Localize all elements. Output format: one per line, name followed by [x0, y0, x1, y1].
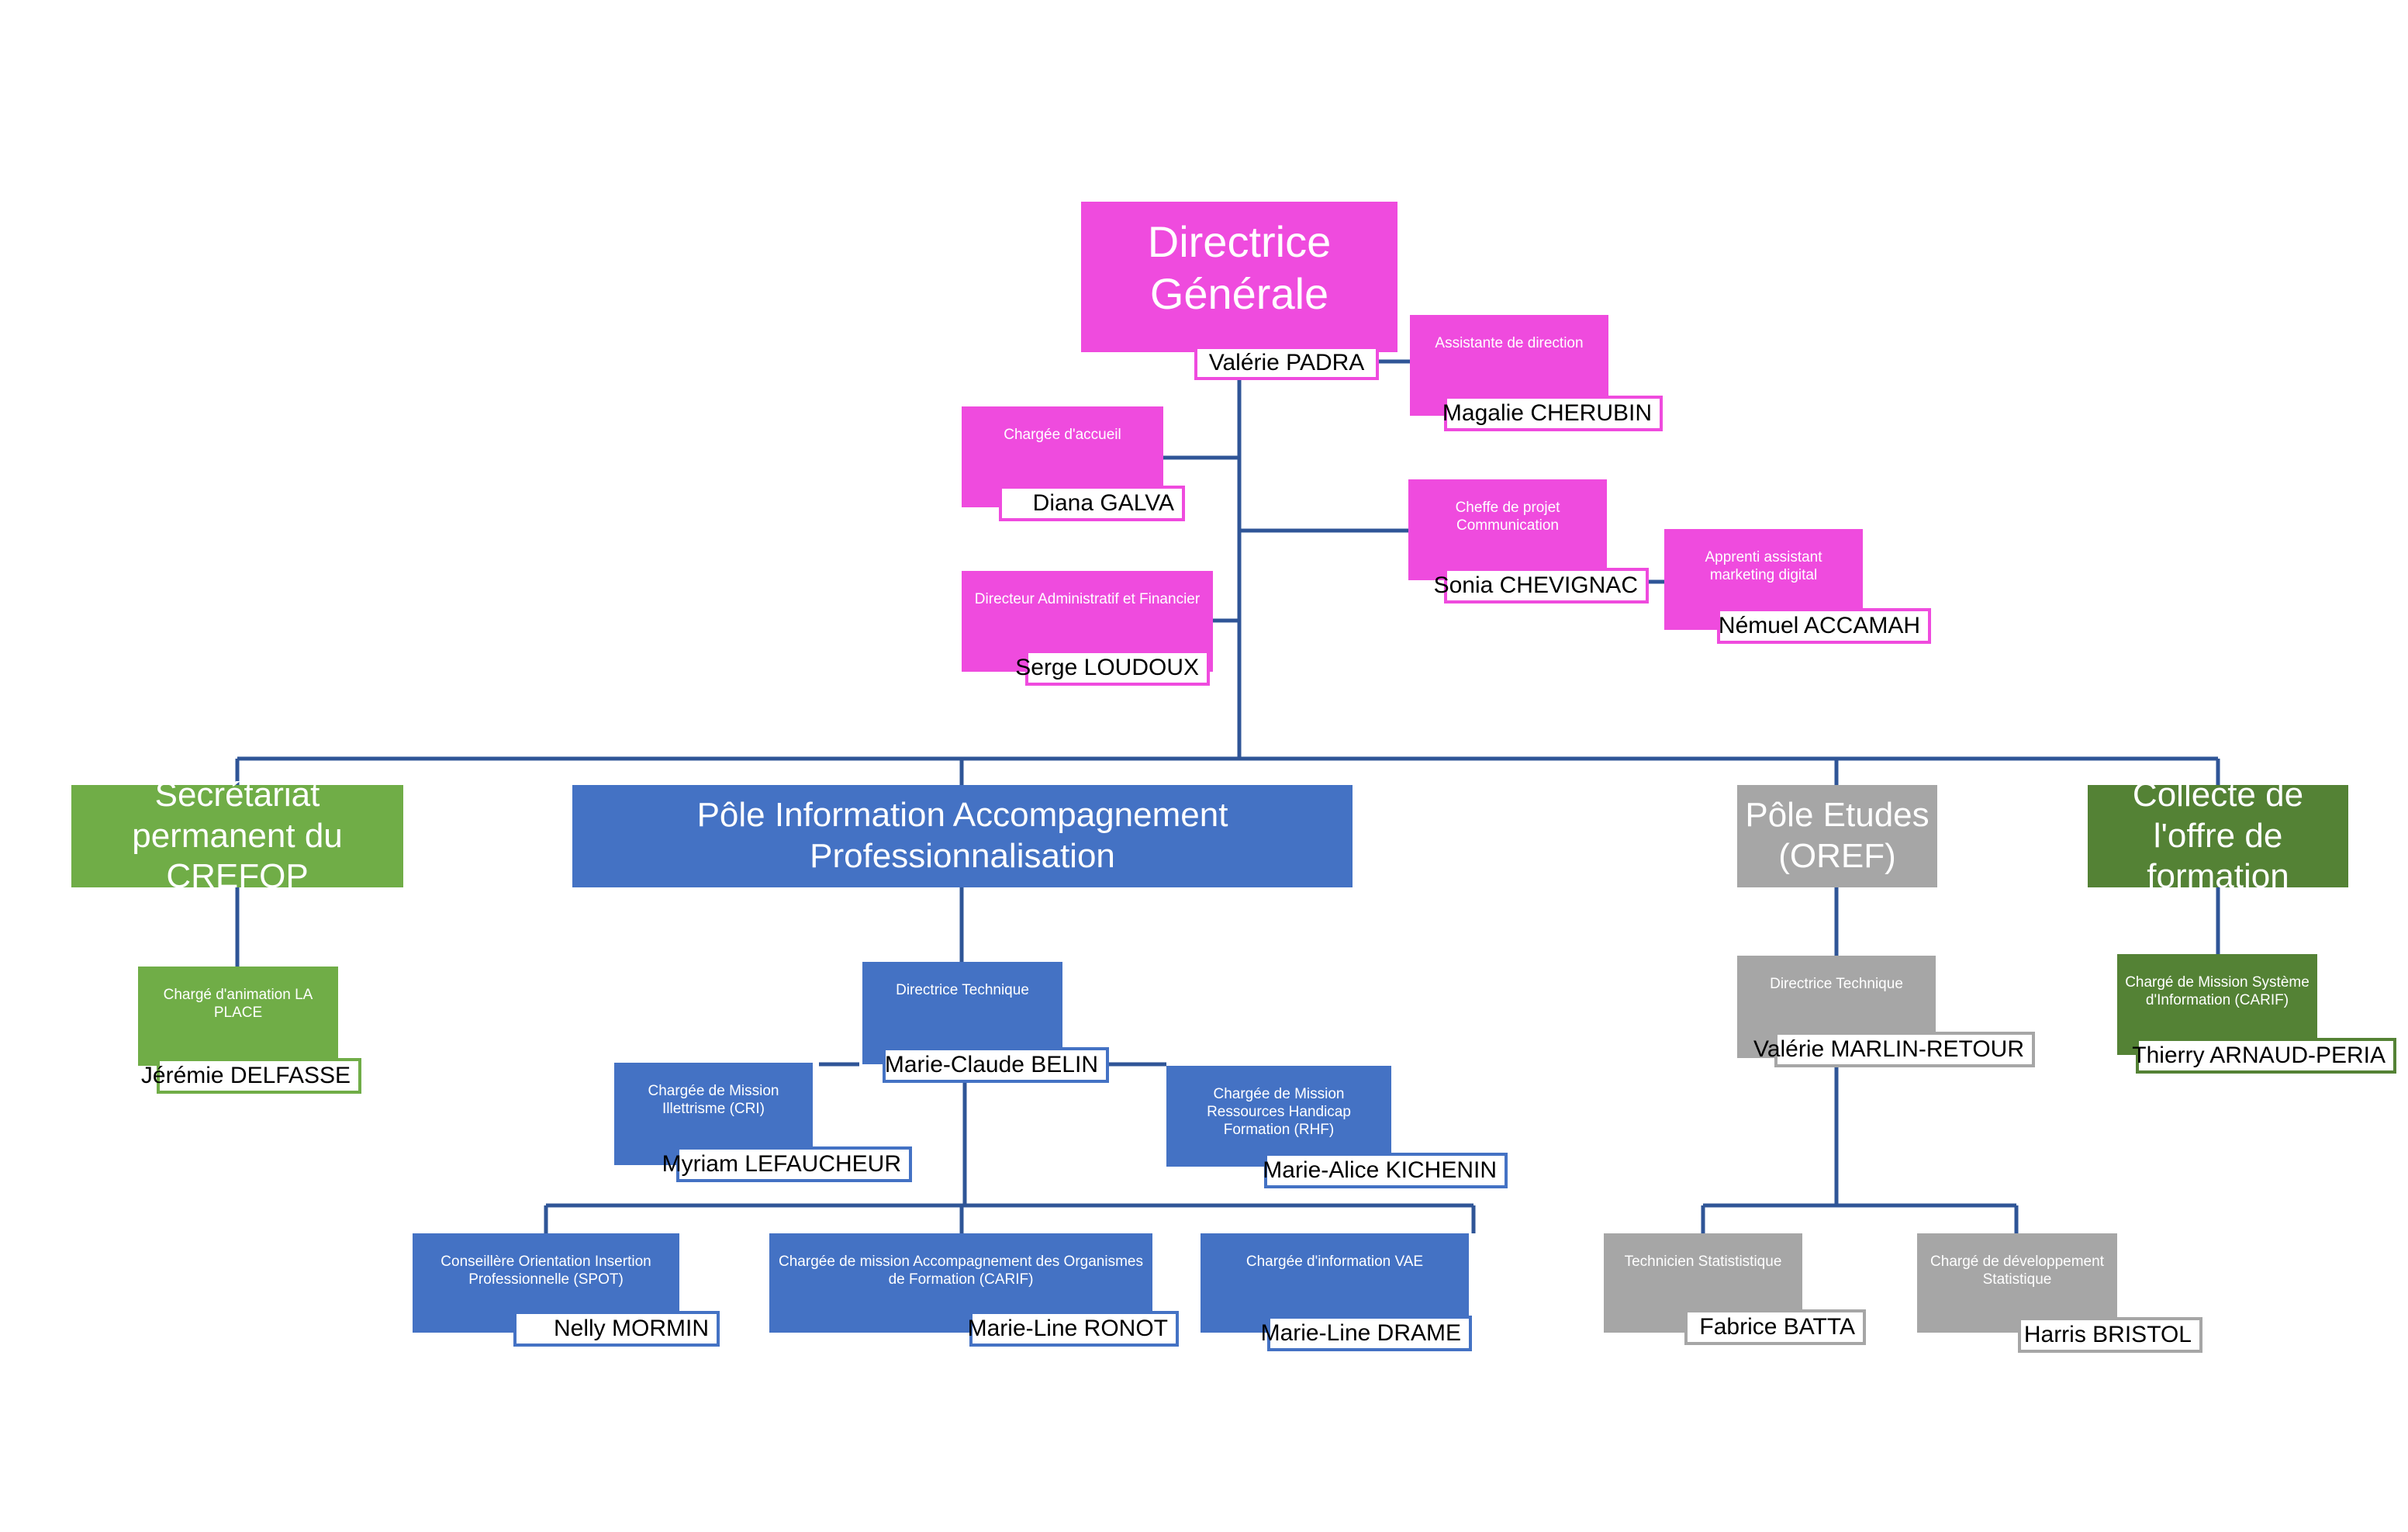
- etudes-director-role: Directrice Technique: [1770, 976, 1903, 992]
- apprenti-name: Némuel ACCAMAH: [1717, 608, 1931, 644]
- crefop-staff-name: Jérémie DELFASSE: [141, 1058, 361, 1094]
- dev-stat-name: Harris BRISTOL: [2018, 1317, 2202, 1353]
- communication-box: Cheffe de projet Communication: [1408, 479, 1607, 580]
- pole-etudes-title: Pôle Etudes (OREF): [1745, 796, 1930, 875]
- assistante-role: Assistante de direction: [1435, 335, 1584, 351]
- accueil-role: Chargée d'accueil: [1004, 427, 1121, 443]
- assistante-name: Magalie CHERUBIN: [1442, 396, 1663, 431]
- communication-role: Cheffe de projet Communication: [1455, 500, 1560, 534]
- rhf-box: Chargée de Mission Ressources Handicap F…: [1166, 1066, 1391, 1167]
- pole-collecte: Collecte de l'offre de formation: [2088, 776, 2348, 895]
- spot-role: Conseillère Orientation Insertion Profes…: [440, 1254, 651, 1288]
- pole-collecte-title: Collecte de l'offre de formation: [2132, 775, 2304, 896]
- tech-stat-role: Technicien Statististique: [1624, 1254, 1782, 1270]
- vae-name: Marie-Line DRAME: [1261, 1316, 1472, 1351]
- carif-si-name: Thierry ARNAUD-PERIA: [2132, 1038, 2396, 1074]
- dev-stat-role: Chargé de développement Statistique: [1930, 1254, 2104, 1288]
- tech-stat-name: Fabrice BATTA: [1684, 1309, 1866, 1345]
- pole-information-title: Pôle Information Accompagnement Professi…: [696, 796, 1228, 875]
- etudes-director-name: Valérie MARLIN-RETOUR: [1753, 1032, 2035, 1067]
- pole-crefop: Secrétariat permanent du CREFOP: [71, 776, 403, 895]
- accueil-name: Diana GALVA: [999, 486, 1185, 521]
- info-director-name: Marie-Claude BELIN: [883, 1047, 1109, 1083]
- spot-name: Nelly MORMIN: [513, 1311, 720, 1347]
- crefop-staff-box: Chargé d'animation LA PLACE: [138, 967, 338, 1066]
- direction-box: Directrice Générale: [1081, 202, 1397, 352]
- direction-title: Directrice Générale: [1147, 217, 1332, 319]
- crefop-staff-role: Chargé d'animation LA PLACE: [163, 987, 313, 1021]
- communication-name: Sonia CHEVIGNAC: [1434, 568, 1649, 603]
- cri-role: Chargée de Mission Illettrisme (CRI): [648, 1083, 779, 1117]
- carif-acc-name: Marie-Line RONOT: [968, 1311, 1179, 1347]
- direction-name: Valérie PADRA: [1194, 346, 1379, 380]
- apprenti-role: Apprenti assistant marketing digital: [1705, 549, 1822, 583]
- info-director-role: Directrice Technique: [896, 982, 1029, 998]
- carif-si-role: Chargé de Mission Système d'Information …: [2125, 974, 2310, 1008]
- pole-etudes: Pôle Etudes (OREF): [1737, 785, 1937, 887]
- vae-role: Chargée d'information VAE: [1245, 1254, 1424, 1270]
- daf-role: Directeur Administratif et Financier: [974, 591, 1201, 607]
- pole-information: Pôle Information Accompagnement Professi…: [572, 785, 1353, 887]
- rhf-role: Chargée de Mission Ressources Handicap F…: [1207, 1086, 1351, 1138]
- rhf-name: Marie-Alice KICHENIN: [1263, 1153, 1508, 1188]
- carif-acc-role: Chargée de mission Accompagnement des Or…: [779, 1254, 1143, 1288]
- pole-crefop-title: Secrétariat permanent du CREFOP: [132, 775, 343, 896]
- daf-name: Serge LOUDOUX: [1015, 650, 1210, 686]
- dev-stat-box: Chargé de développement Statistique: [1917, 1233, 2117, 1333]
- cri-name: Myriam LEFAUCHEUR: [662, 1146, 912, 1182]
